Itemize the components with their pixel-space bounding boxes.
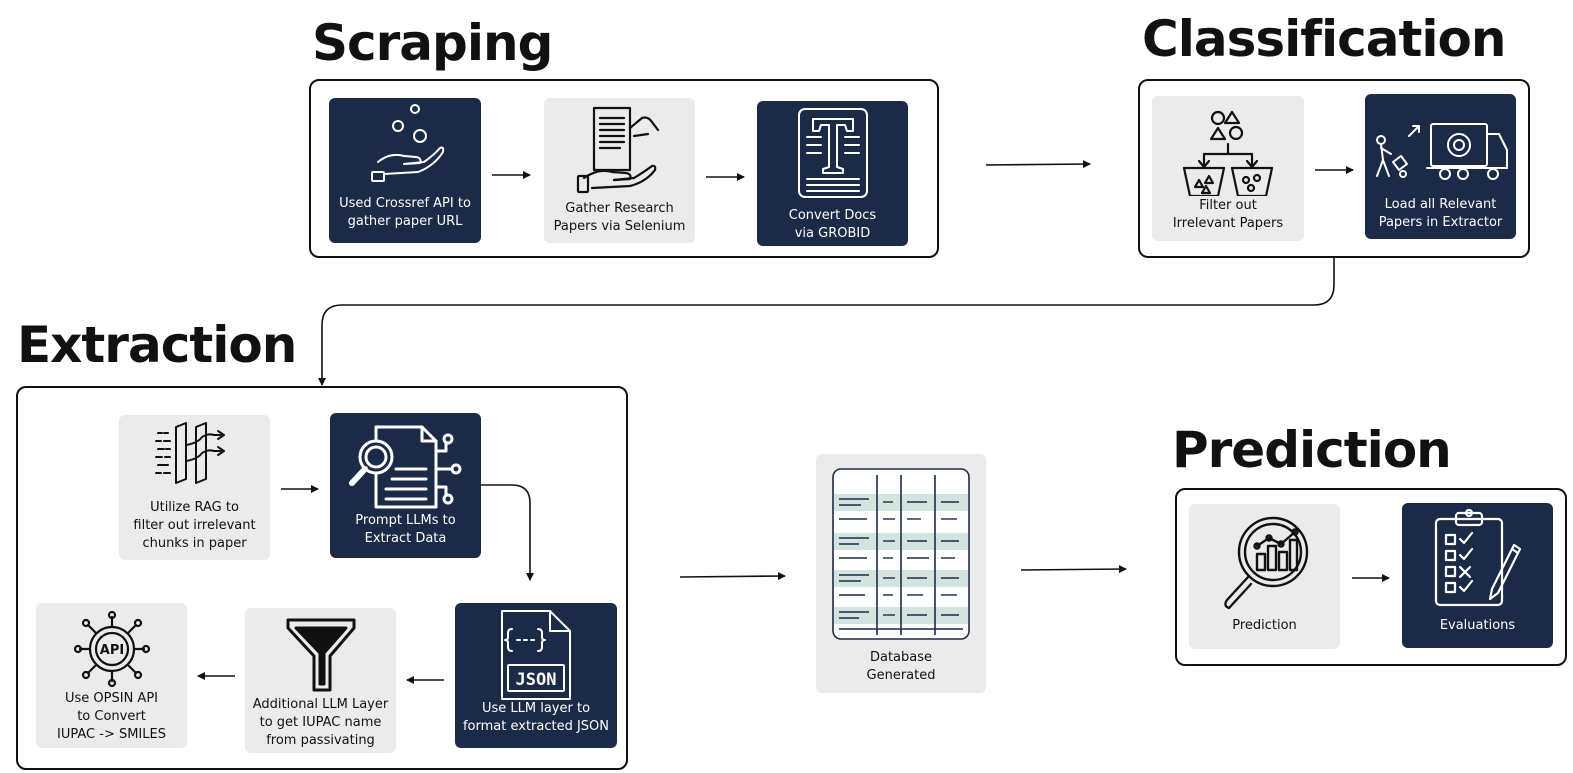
card-grobid-label-line1: Convert Docs <box>788 208 877 223</box>
card-prompt-label-line1: Prompt LLMs to <box>355 513 456 528</box>
json-icon-text: JSON <box>516 670 557 690</box>
card-rag: Utilize RAG to filter out irrelevant chu… <box>119 415 270 560</box>
json-file-icon: JSON <box>455 609 617 701</box>
arrow-prompt-to-format <box>481 484 534 581</box>
card-filter-label-line2: Irrelevant Papers <box>1172 216 1284 231</box>
arrow-scraping-to-classification <box>985 160 1091 169</box>
card-opsin-label-line1: Use OPSIN API <box>65 691 158 706</box>
section-title-classification: Classification <box>1142 10 1506 68</box>
card-evaluations-label-line1: Evaluations <box>1439 618 1516 633</box>
api-gear-icon: API <box>36 609 187 689</box>
card-selenium-label-line2: Papers via Selenium <box>553 219 686 234</box>
arrow-classification-to-extraction <box>318 258 1335 386</box>
card-database-label-line2: Generated <box>866 668 936 683</box>
card-rag-label-line1: Utilize RAG to <box>150 500 239 515</box>
card-load-label-line1: Load all Relevant <box>1384 197 1497 212</box>
card-prompt-label-line2: Extract Data <box>364 531 447 546</box>
card-prediction: Prediction <box>1189 504 1340 649</box>
card-grobid: Convert Docs via GROBID <box>757 101 908 246</box>
hand-document-icon <box>544 104 695 196</box>
card-prompt: Prompt LLMs to Extract Data <box>330 413 481 558</box>
card-opsin-label-line3: IUPAC -> SMILES <box>57 727 166 742</box>
card-filter: Filter out Irrelevant Papers <box>1152 96 1304 241</box>
card-database-label-line1: Database <box>869 650 933 665</box>
clipboard-checklist-icon <box>1402 509 1553 609</box>
card-database: Database Generated <box>816 454 986 693</box>
card-iupac-label-line1: Additional LLM Layer <box>252 697 389 712</box>
card-prediction-label-line1: Prediction <box>1232 618 1297 633</box>
sorting-bins-icon <box>1152 104 1304 196</box>
card-format-label-line2: format extracted JSON <box>462 719 610 734</box>
card-crossref-label-line2: gather paper URL <box>347 214 463 229</box>
api-icon-text: API <box>99 643 123 658</box>
card-filter-label-line1: Filter out <box>1199 198 1257 213</box>
card-format: JSON Use LLM layer to format extracted J… <box>455 603 617 748</box>
section-title-scraping: Scraping <box>312 14 553 72</box>
card-crossref-label-line1: Used Crossref API to <box>339 196 471 211</box>
arrow-database-to-prediction <box>1020 565 1127 574</box>
document-search-icon <box>330 421 481 511</box>
table-icon <box>816 467 986 642</box>
card-load: Load all Relevant Papers in Extractor <box>1365 94 1516 239</box>
card-rag-label-line3: chunks in paper <box>142 536 247 551</box>
card-rag-label-line2: filter out irrelevant <box>133 518 256 533</box>
card-opsin-label-line2: to Convert <box>77 709 146 724</box>
section-title-prediction: Prediction <box>1172 421 1452 479</box>
card-load-label-line2: Papers in Extractor <box>1378 215 1503 230</box>
hand-bubbles-icon <box>329 100 481 186</box>
card-opsin: API Use OPSIN API to Convert IUPAC -> SM… <box>36 603 187 748</box>
card-iupac-label-line2: to get IUPAC name <box>259 715 382 730</box>
card-iupac: Additional LLM Layer to get IUPAC name f… <box>245 608 396 753</box>
text-document-icon <box>757 105 908 201</box>
arrow-extraction-to-database <box>679 572 786 581</box>
delivery-truck-icon <box>1365 118 1516 184</box>
card-crossref: Used Crossref API to gather paper URL <box>329 98 481 243</box>
card-format-label-line1: Use LLM layer to <box>481 701 591 716</box>
funnel-icon <box>245 616 396 694</box>
card-evaluations: Evaluations <box>1402 503 1553 648</box>
filter-layers-icon <box>119 421 270 487</box>
card-iupac-label-line3: from passivating <box>266 733 375 748</box>
card-grobid-label-line2: via GROBID <box>794 226 871 241</box>
card-selenium-label-line1: Gather Research <box>565 201 674 216</box>
section-title-extraction: Extraction <box>17 316 297 374</box>
card-selenium: Gather Research Papers via Selenium <box>544 98 695 243</box>
magnifier-chart-icon <box>1189 510 1340 610</box>
